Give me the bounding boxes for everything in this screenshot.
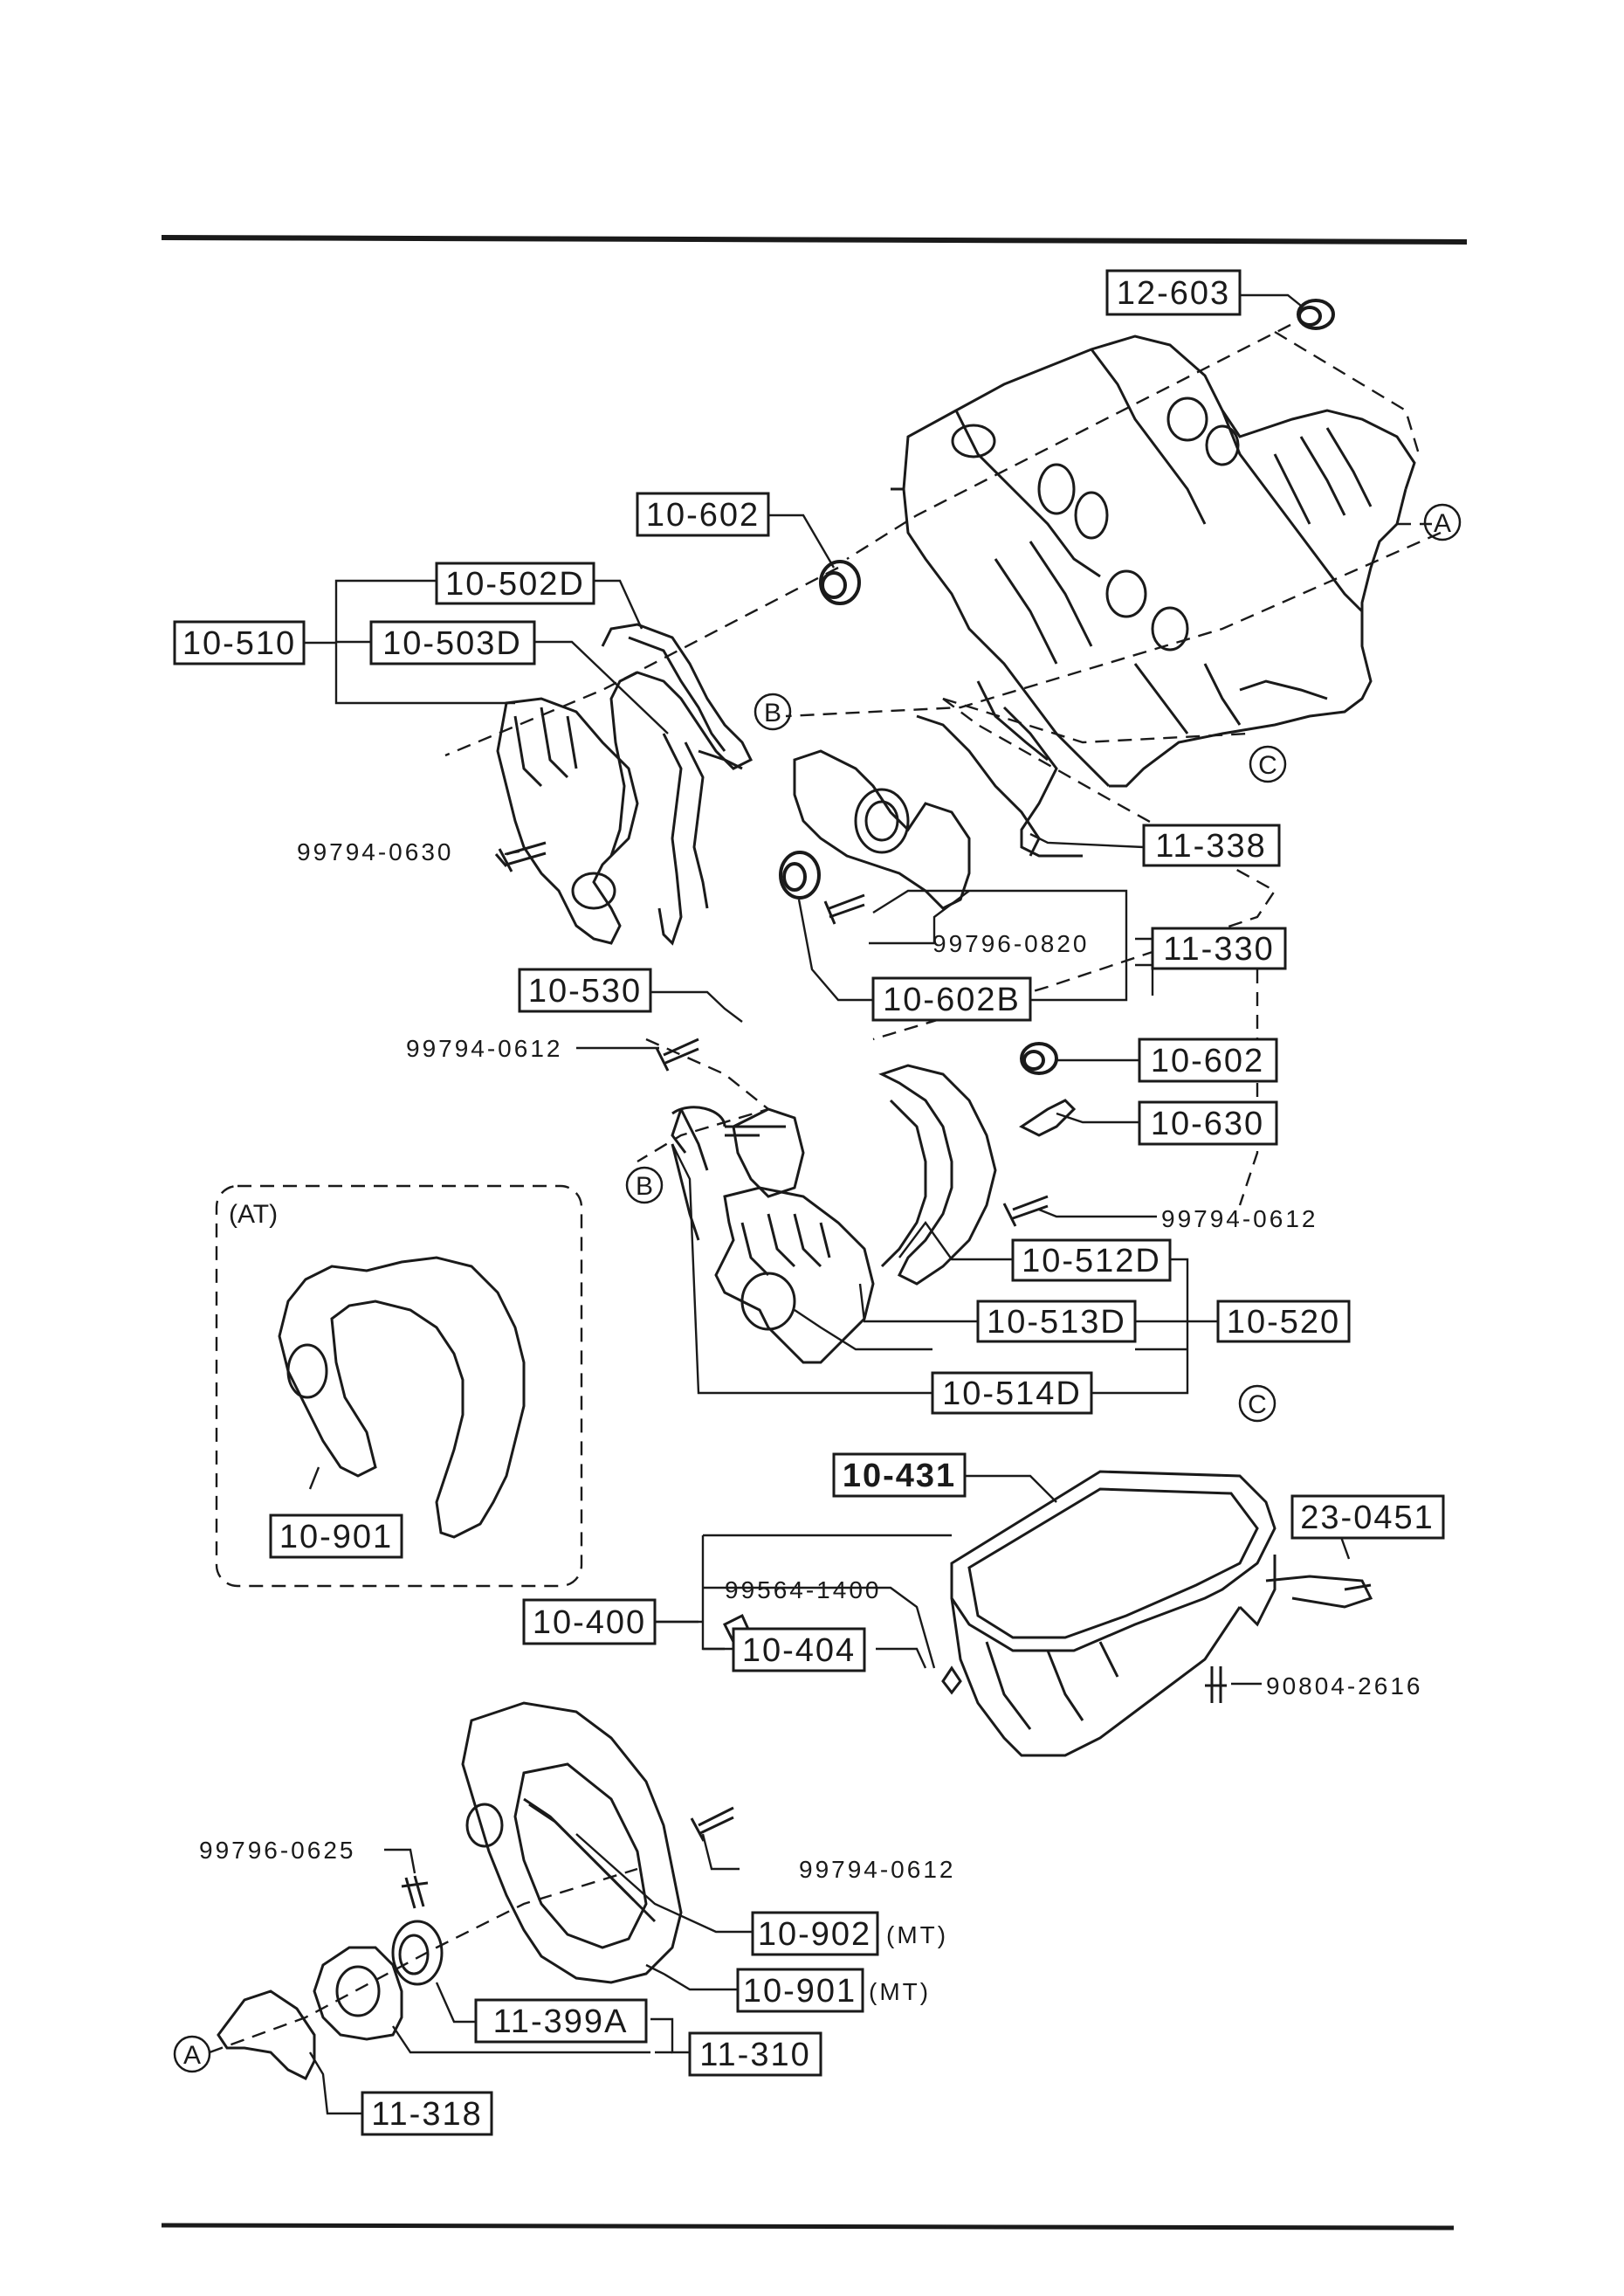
svg-text:11-310: 11-310 [699,2037,811,2073]
part-label-10-514D: 10-514D [931,1371,1093,1415]
at-drive-plate-drawing [278,1256,526,1539]
suffix-mt-902: (MT) [886,1921,948,1948]
part-label-10-400: 10-400 [522,1598,657,1645]
svg-text:C: C [1258,751,1277,780]
svg-text:10-602: 10-602 [1151,1043,1264,1079]
bolt-label-99794-0630: 99794-0630 [297,838,453,865]
svg-text:10-530: 10-530 [528,973,642,1010]
engine-block-drawing [891,334,1416,788]
svg-text:A: A [1434,509,1451,538]
part-label-10-602-mid: 10-602 [1138,1038,1278,1083]
part-label-10-512D: 10-512D [1011,1238,1172,1282]
svg-text:11-399A: 11-399A [493,2003,629,2040]
callout-a-bottom: A [173,2035,211,2073]
svg-text:10-502D: 10-502D [445,566,585,603]
svg-text:23-0451: 23-0451 [1300,1500,1434,1536]
svg-text:10-404: 10-404 [742,1632,856,1669]
part-label-10-630: 10-630 [1138,1100,1278,1146]
at-group-frame [215,1184,583,1588]
part-label-10-510: 10-510 [173,620,306,665]
part-label-11-310: 11-310 [688,2031,822,2077]
svg-text:12-603: 12-603 [1117,275,1230,312]
svg-text:B: B [636,1172,653,1201]
svg-text:10-630: 10-630 [1151,1106,1264,1142]
svg-text:10-514D: 10-514D [942,1376,1082,1412]
part-label-10-530: 10-530 [518,968,652,1013]
part-label-10-602B: 10-602B [871,976,1032,1022]
upper-timing-cover-drawing [496,623,754,946]
at-group: (AT) [215,1184,583,1588]
svg-text:10-431: 10-431 [843,1458,956,1494]
bolt-label-99796-0625: 99796-0625 [199,1837,355,1864]
part-label-10-901-mt: 10-901 [736,1968,864,2013]
svg-text:10-901: 10-901 [743,1973,857,2010]
bolt-labels: 99794-0630 99796-0820 99794-0612 99794-0… [199,838,1422,1883]
top-rule [161,235,1468,245]
part-label-11-318: 11-318 [361,2091,493,2136]
lower-timing-cover-drawing [671,1064,1077,1364]
part-label-11-399A: 11-399A [474,1998,648,2044]
bolt-label-99794-0612-b: 99794-0612 [1161,1205,1318,1232]
bottom-rule [161,2223,1455,2230]
part-label-10-901-at: 10-901 [269,1513,403,1559]
mt-plate-drawing [217,1701,683,2081]
callout-markers: A B C B C A [173,503,1462,2073]
bolt-label-90804-2616: 90804-2616 [1266,1672,1422,1700]
svg-text:A: A [183,2041,201,2070]
at-plate-hole-icon [286,1343,328,1399]
leader-lines [308,293,1351,2115]
callout-b-top: B [754,693,792,731]
svg-text:10-400: 10-400 [533,1604,646,1641]
bolt-label-99796-0820: 99796-0820 [932,930,1089,957]
part-label-11-338: 11-338 [1142,824,1281,867]
svg-text:10-602: 10-602 [646,497,760,534]
part-label-10-513D: 10-513D [976,1300,1137,1343]
part-label-12-603: 12-603 [1105,269,1242,316]
svg-text:B: B [764,699,781,727]
svg-text:10-602B: 10-602B [883,982,1021,1018]
part-label-10-404: 10-404 [732,1627,866,1672]
part-label-10-431: 10-431 [832,1452,967,1498]
svg-text:10-902: 10-902 [758,1916,871,1953]
callout-c-pan: C [1238,1384,1276,1423]
svg-text:10-520: 10-520 [1227,1304,1340,1341]
at-group-label: (AT) [229,1200,278,1229]
part-label-10-902-mt: 10-902 [751,1911,879,1956]
part-label-10-502D: 10-502D [435,562,595,605]
callout-a-top: A [1423,503,1462,541]
suffix-mt-901: (MT) [869,1978,931,2005]
svg-text:10-503D: 10-503D [382,625,522,662]
bolt-label-99794-0612-c: 99794-0612 [799,1856,955,1883]
part-label-11-330: 11-330 [1151,927,1287,970]
svg-text:10-512D: 10-512D [1022,1243,1161,1279]
part-label-10-520: 10-520 [1216,1300,1351,1343]
callout-c-right: C [1249,745,1287,783]
part-label-10-602-top: 10-602 [636,492,770,537]
front-cover-drawing [793,706,1083,910]
part-labels: 12-603 10-602 10-502D 10-510 10-503D 11-… [173,269,1445,2136]
callout-b-mid: B [625,1166,664,1204]
svg-text:10-901: 10-901 [279,1519,393,1555]
oil-pan-drawing [950,1470,1373,1757]
svg-text:11-318: 11-318 [371,2096,483,2133]
part-label-23-0451: 23-0451 [1290,1494,1445,1540]
svg-text:10-510: 10-510 [182,625,296,662]
assembly-guide-lines [209,323,1442,2054]
svg-text:C: C [1248,1390,1267,1419]
bolt-label-99564-1400: 99564-1400 [725,1576,881,1603]
bolt-label-99794-0612-a: 99794-0612 [406,1035,562,1062]
part-label-10-503D: 10-503D [369,620,536,665]
svg-text:11-330: 11-330 [1163,931,1275,968]
svg-text:10-513D: 10-513D [987,1304,1126,1341]
seal-drawings [779,299,1335,1075]
svg-text:11-338: 11-338 [1155,828,1267,865]
